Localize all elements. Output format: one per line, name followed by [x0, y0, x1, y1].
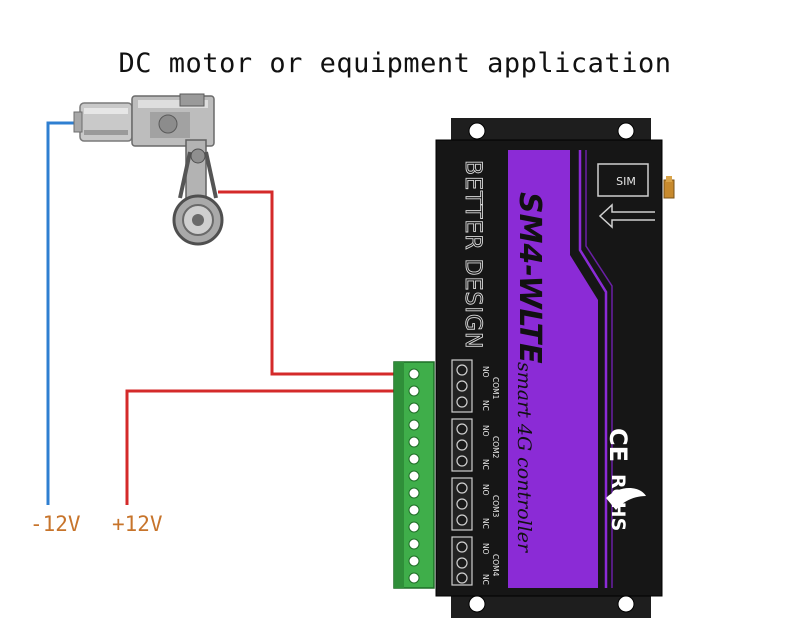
relay1-nc: NC [481, 400, 490, 411]
sim-slot [597, 163, 649, 197]
negative-wire [46, 121, 92, 505]
wires [46, 121, 412, 505]
relay3-nc: NC [481, 518, 490, 529]
positive-wire [125, 389, 412, 505]
relay1-no: NO [481, 366, 490, 378]
motor-wire [218, 190, 412, 376]
subtitle-text: smart 4G controller [513, 362, 535, 554]
brand-text: BETTER DESIGN [460, 160, 485, 349]
relay3-no: NO [481, 484, 490, 496]
sim-label: SIM [616, 175, 636, 188]
model-text: SM4-WLTE [512, 192, 547, 364]
relay3-com: COM3 [491, 495, 500, 518]
relay1-com: COM1 [491, 377, 500, 400]
purple-label-band [508, 150, 598, 588]
positive-voltage-label: +12V [112, 512, 163, 536]
relay2-nc: NC [481, 459, 490, 470]
relay2-no: NO [481, 425, 490, 437]
negative-voltage-label: -12V [30, 512, 81, 536]
relay4-no: NO [481, 543, 490, 555]
rohs-leaf-icon [606, 488, 646, 510]
controller-device [435, 118, 675, 618]
rohs-mark: RoHS [607, 474, 629, 531]
dc-motor [73, 93, 224, 246]
relay2-com: COM2 [491, 436, 500, 459]
relay4-nc: NC [481, 574, 490, 585]
ce-mark: CE [604, 428, 632, 462]
relay4-com: COM4 [491, 554, 500, 577]
sim-arrow-icon [598, 203, 655, 229]
diagram-title: DC motor or equipment application [118, 48, 672, 79]
terminal-block [393, 361, 435, 589]
